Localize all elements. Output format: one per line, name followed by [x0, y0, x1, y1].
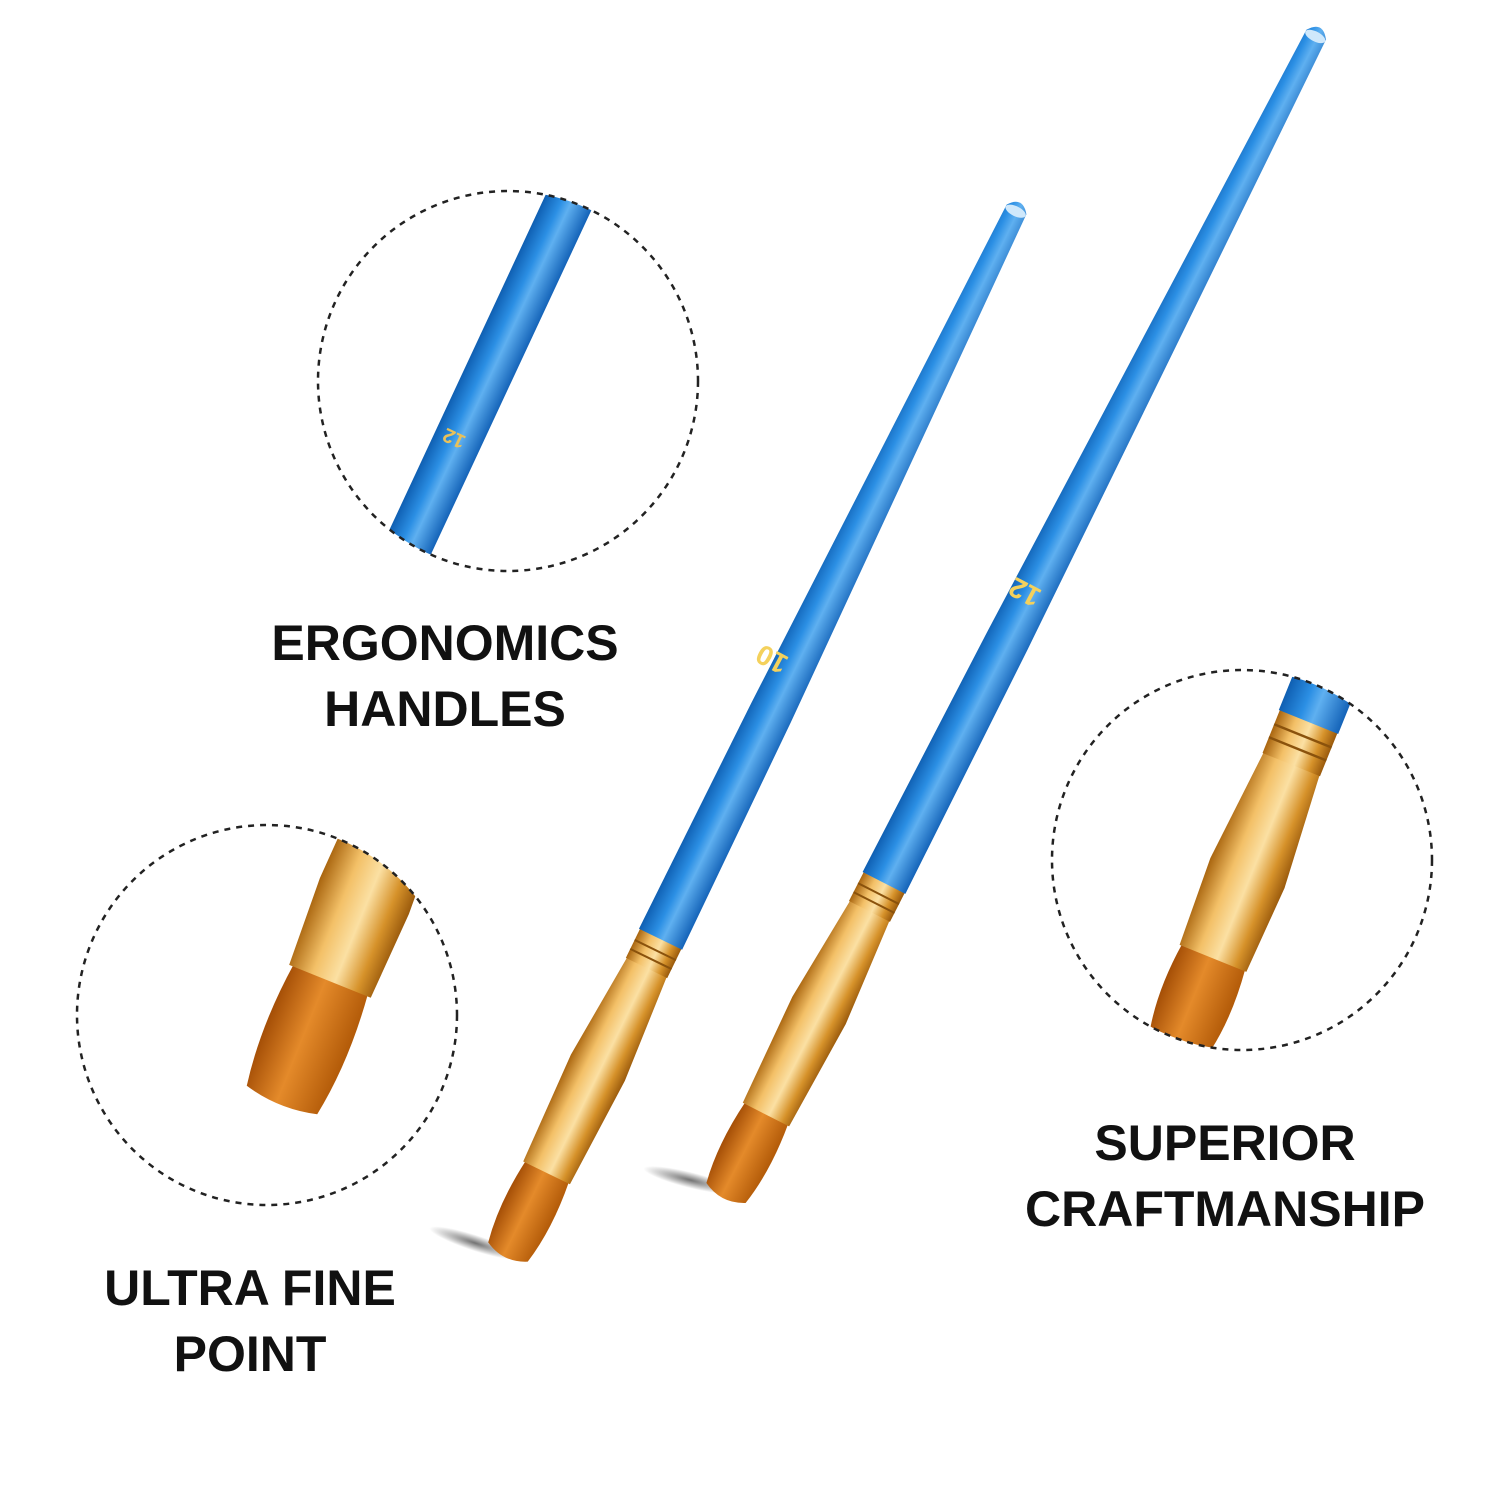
feature-caption-ergonomics: ERGONOMICS HANDLES — [250, 610, 640, 742]
zoom-circle-handle: 12 — [316, 189, 700, 573]
zoom-circle-outline — [316, 189, 700, 573]
zoom-circle-ferrule — [1050, 668, 1434, 1052]
caption-line: HANDLES — [324, 681, 566, 737]
caption-line: CRAFTMANSHIP — [1025, 1181, 1425, 1237]
brush-left: 10 — [429, 201, 1027, 1262]
brush-right: 12 — [643, 26, 1326, 1203]
caption-line: SUPERIOR — [1094, 1115, 1356, 1171]
caption-line: ULTRA FINE — [104, 1260, 396, 1316]
feature-caption-fine-point: ULTRA FINE POINT — [80, 1255, 420, 1387]
zoom-circle-tip — [75, 823, 459, 1207]
feature-caption-craftsmanship: SUPERIOR CRAFTMANSHIP — [1010, 1110, 1440, 1242]
caption-line: POINT — [173, 1326, 327, 1382]
caption-line: ERGONOMICS — [271, 615, 619, 671]
